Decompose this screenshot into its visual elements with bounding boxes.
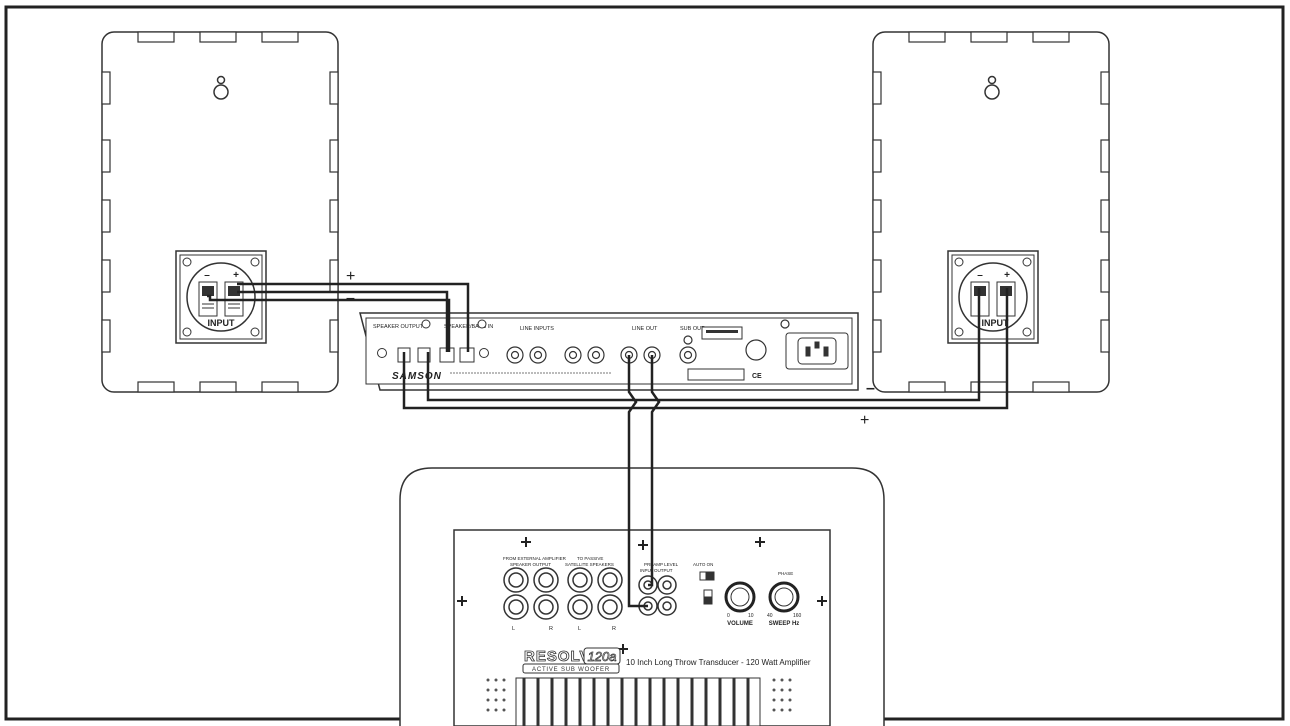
sub-speaker-jacks bbox=[503, 567, 623, 620]
sub-phase-label: PHASE bbox=[778, 571, 793, 576]
amp-line-inputs-label: LINE INPUTS bbox=[520, 326, 554, 332]
sub-output-label: OUTPUT bbox=[654, 568, 673, 573]
sub-jack-r1: R bbox=[549, 626, 553, 632]
right-input-label: INPUT bbox=[982, 318, 1010, 328]
right-speaker: – + INPUT bbox=[872, 31, 1110, 393]
sub-tagline: 10 Inch Long Throw Transducer - 120 Watt… bbox=[626, 658, 811, 667]
sub-jack-l1: L bbox=[512, 626, 515, 632]
sub-satellite-label: SATELLITE SPEAKERS bbox=[565, 562, 614, 567]
amp-sub-out-label: SUB OUT bbox=[680, 326, 705, 332]
volume-knob: 0 10 VOLUME bbox=[724, 581, 756, 627]
amp-line-out-label: LINE OUT bbox=[632, 326, 658, 332]
sweep-knob: 40 160 SWEEP Hz bbox=[767, 581, 802, 627]
volume-max-label: 10 bbox=[748, 613, 754, 619]
sub-preamp-label: PREAMP LEVEL bbox=[644, 562, 679, 567]
left-plus-mark: + bbox=[346, 268, 355, 285]
right-input-terminal: – + INPUT bbox=[947, 250, 1039, 344]
amp-brand: SAMSON bbox=[392, 371, 442, 382]
volume-label: VOLUME bbox=[727, 621, 753, 627]
left-speaker: – + INPUT bbox=[101, 31, 339, 393]
power-socket bbox=[785, 332, 849, 370]
left-minus-mark: – bbox=[346, 290, 355, 307]
sub-input-label: INPUT bbox=[640, 568, 654, 573]
sub-jack-r2: R bbox=[612, 626, 616, 632]
vent-holes bbox=[486, 678, 792, 712]
left-minus-label: – bbox=[204, 270, 210, 281]
right-plus-mark: + bbox=[860, 412, 869, 429]
svg-text:120a: 120a bbox=[588, 649, 617, 664]
amplifier-rear-panel: SPEAKER OUTPUTS SPEAKER/BASS IN LINE INP… bbox=[359, 312, 859, 391]
resolv-logo: RESOLV 120a ACTIVE SUB WOOFER bbox=[522, 647, 621, 674]
keyhole-icon bbox=[213, 75, 229, 100]
heat-sink bbox=[515, 677, 761, 726]
sub-auto-on-label: AUTO ON bbox=[693, 562, 713, 567]
sub-jack-l2: L bbox=[578, 626, 581, 632]
svg-text:RESOLV: RESOLV bbox=[524, 648, 591, 665]
panel-screws bbox=[457, 537, 827, 654]
right-minus-label: – bbox=[977, 270, 983, 281]
keyhole-icon bbox=[984, 75, 1000, 100]
ce-mark: CE bbox=[752, 373, 762, 380]
left-input-terminal: – + INPUT bbox=[175, 250, 267, 344]
sweep-label: SWEEP Hz bbox=[769, 621, 800, 627]
sub-rca-jacks bbox=[638, 575, 677, 616]
sub-from-external-label: FROM EXTERNAL AMPLIFIER bbox=[503, 556, 567, 561]
sweep-min-label: 40 bbox=[767, 613, 773, 619]
sub-speaker-output-label: SPEAKER OUTPUT bbox=[510, 562, 551, 567]
sweep-max-label: 160 bbox=[793, 613, 802, 619]
left-plus-label: + bbox=[233, 270, 239, 281]
right-minus-mark: – bbox=[866, 380, 875, 397]
subwoofer: FROM EXTERNAL AMPLIFIER SPEAKER OUTPUT T… bbox=[399, 467, 885, 726]
speaker-wires bbox=[207, 282, 1009, 608]
amp-speaker-outputs-label: SPEAKER OUTPUTS bbox=[373, 324, 427, 330]
svg-text:ACTIVE SUB WOOFER: ACTIVE SUB WOOFER bbox=[532, 667, 610, 673]
right-plus-label: + bbox=[1004, 270, 1010, 281]
volume-min-label: 0 bbox=[727, 613, 730, 619]
left-input-label: INPUT bbox=[208, 318, 236, 328]
sub-to-passive-label: TO PASSIVE bbox=[577, 556, 603, 561]
